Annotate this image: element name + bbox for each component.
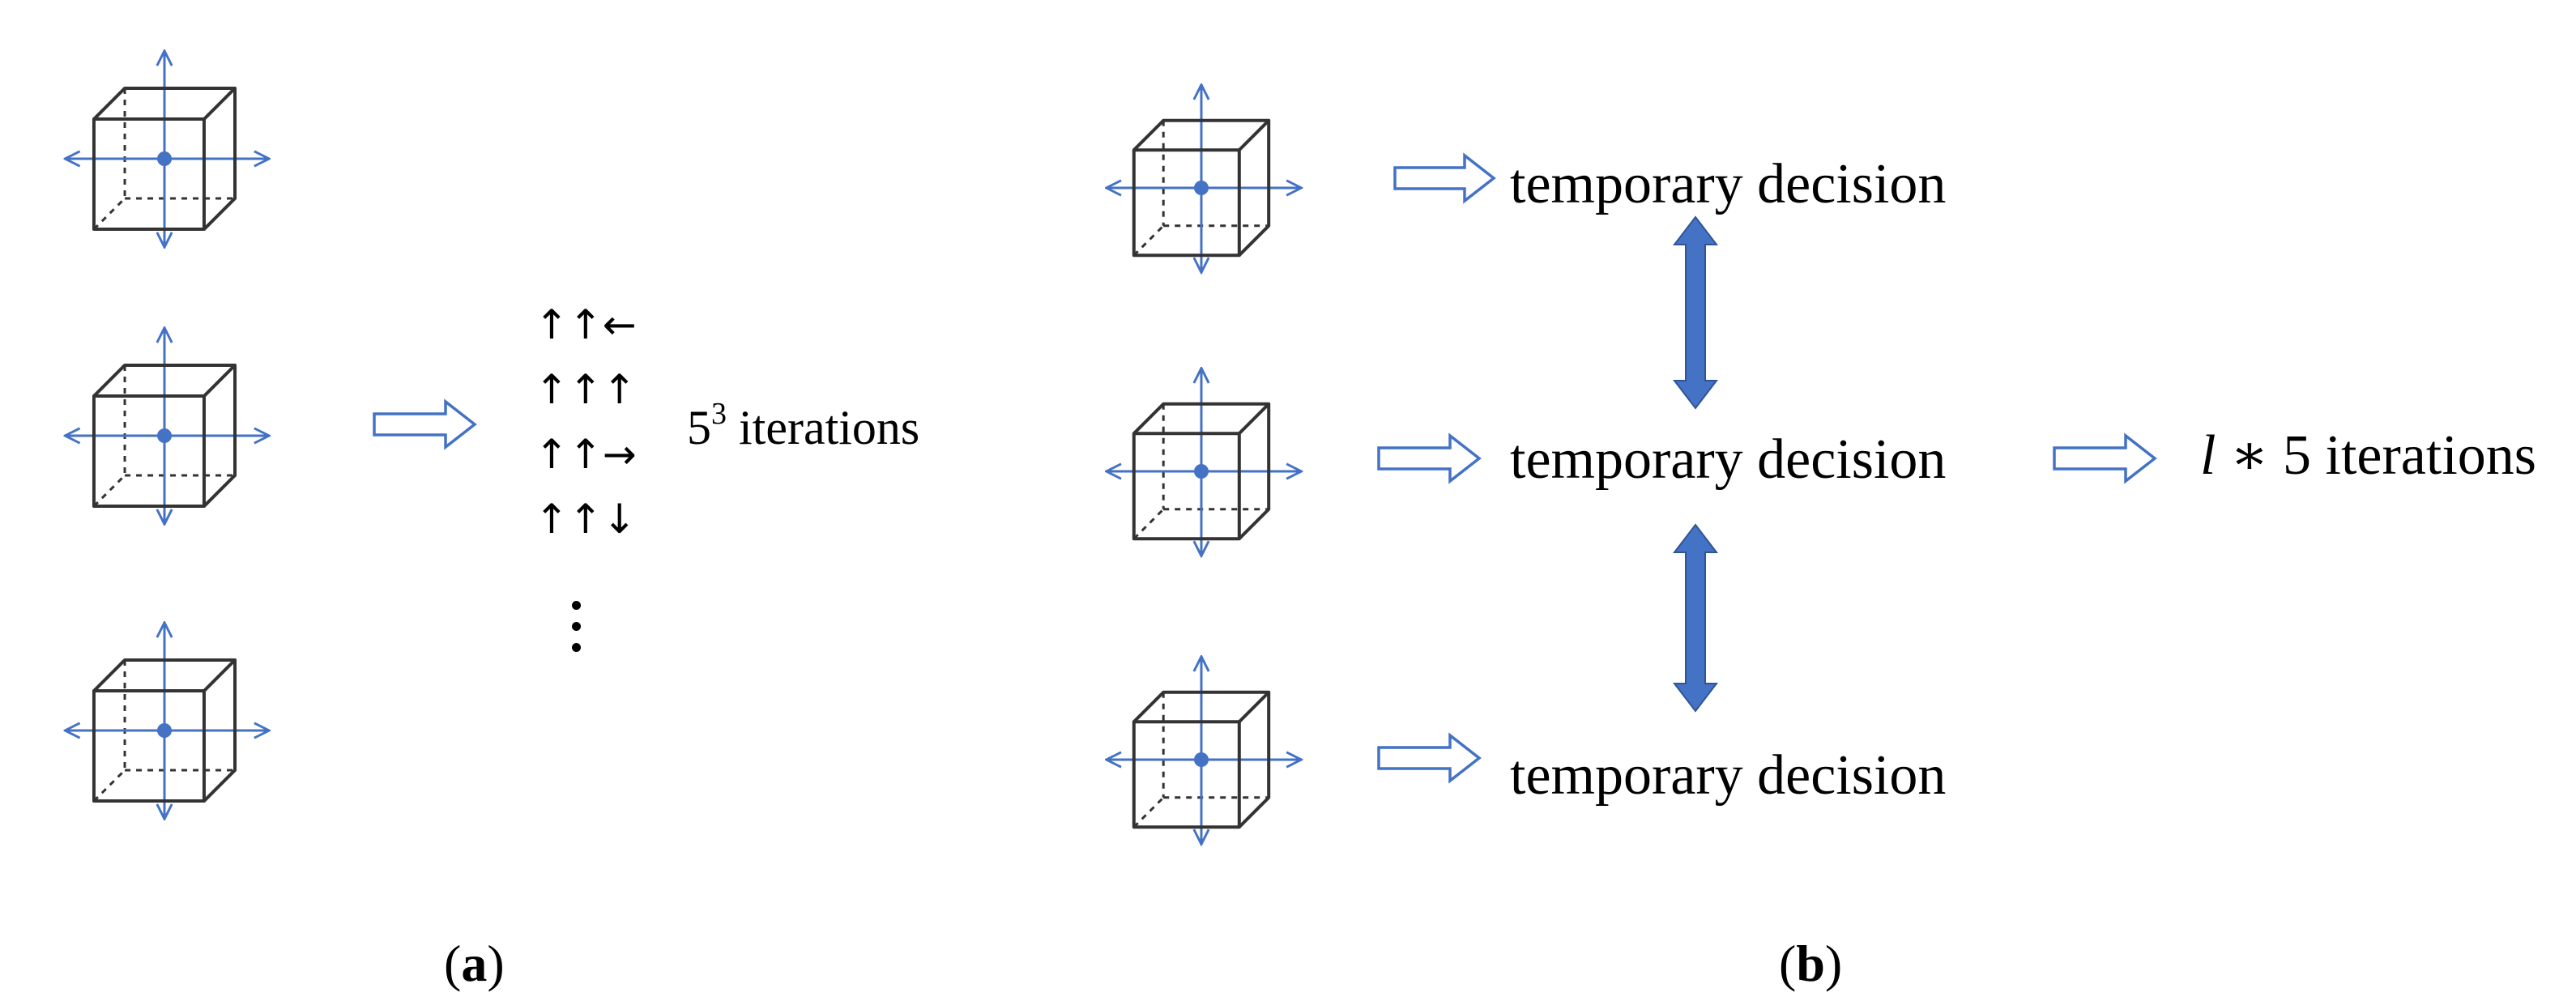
- double-arrow: [1672, 215, 1719, 410]
- block-arrows: [373, 152, 2157, 784]
- iterations-base: 5: [687, 401, 711, 454]
- center-dot: [157, 151, 172, 166]
- cube-top-face: [1132, 118, 1271, 151]
- move-sequence: ↑↑↓: [535, 496, 637, 543]
- cube-hidden-edge: [92, 769, 126, 803]
- hollow-arrow: [1377, 732, 1482, 784]
- center-dot: [1194, 464, 1209, 479]
- center-dot: [1194, 181, 1209, 195]
- iterations-operator: ∗: [2229, 424, 2269, 487]
- hollow-arrow: [1377, 432, 1482, 484]
- center-dot: [157, 428, 172, 443]
- iterations-word: iterations: [739, 401, 920, 454]
- cube-hidden-edge: [92, 197, 126, 231]
- cube-front-face: [92, 394, 206, 509]
- hollow-arrow: [2053, 432, 2157, 484]
- cube-top-face: [1132, 402, 1271, 435]
- cube-side-face: [203, 364, 237, 508]
- hollow-arrow: [1393, 152, 1496, 204]
- cube-front-face: [1132, 720, 1241, 829]
- caption-b-letter: b: [1796, 935, 1825, 992]
- move-sequence: ↑↑↑: [535, 366, 637, 413]
- caption-a-letter: a: [461, 935, 488, 992]
- cube-side-face: [203, 87, 237, 231]
- cube-side-face: [1238, 403, 1271, 540]
- center-dot: [157, 723, 172, 738]
- ellipsis-dots: [572, 601, 582, 664]
- hollow-arrow: [373, 398, 477, 450]
- double-arrow: [1672, 523, 1719, 713]
- cube-with-arrows: [65, 328, 269, 525]
- cube-side-face: [203, 659, 237, 803]
- cube-front-face: [1132, 148, 1241, 258]
- temporary-decision-label: temporary decision: [1510, 428, 1947, 491]
- move-sequence: ↑↑←: [535, 301, 637, 348]
- iterations-label-a: 53 iterations: [687, 398, 920, 454]
- cube-with-arrows: [65, 51, 269, 248]
- cube-top-face: [92, 658, 237, 692]
- temporary-decision-label: temporary decision: [1510, 744, 1947, 807]
- cube-front-face: [1132, 432, 1241, 541]
- cube-with-arrows: [1107, 85, 1302, 273]
- iterations-rest: 5 iterations: [2283, 424, 2537, 487]
- cube-front-face: [92, 689, 206, 803]
- iterations-exponent: 3: [711, 397, 727, 431]
- cube-front-face: [92, 117, 206, 232]
- cube-with-arrows: [65, 623, 269, 820]
- cubes-group-b: [1107, 85, 1302, 845]
- cubes-group-a: [65, 51, 269, 820]
- move-sequence: ↑↑→: [535, 431, 637, 478]
- caption-b: (b): [1779, 935, 1843, 992]
- cube-side-face: [1238, 692, 1271, 828]
- cube-with-arrows: [1107, 657, 1302, 845]
- cube-side-face: [1238, 120, 1271, 257]
- cube-hidden-edge: [1132, 796, 1165, 828]
- cube-top-face: [92, 86, 237, 121]
- center-dot: [1194, 752, 1209, 767]
- cube-hidden-edge: [1132, 508, 1165, 540]
- cube-hidden-edge: [1132, 224, 1165, 257]
- cube-top-face: [92, 363, 237, 398]
- iterations-label-b: l ∗ 5 iterations: [2200, 428, 2536, 484]
- iterations-variable: l: [2200, 424, 2216, 487]
- caption-a: (a): [444, 935, 505, 992]
- cube-top-face: [1132, 690, 1271, 723]
- cube-with-arrows: [1107, 368, 1302, 556]
- temporary-decision-label: temporary decision: [1510, 153, 1947, 215]
- cube-hidden-edge: [92, 474, 126, 508]
